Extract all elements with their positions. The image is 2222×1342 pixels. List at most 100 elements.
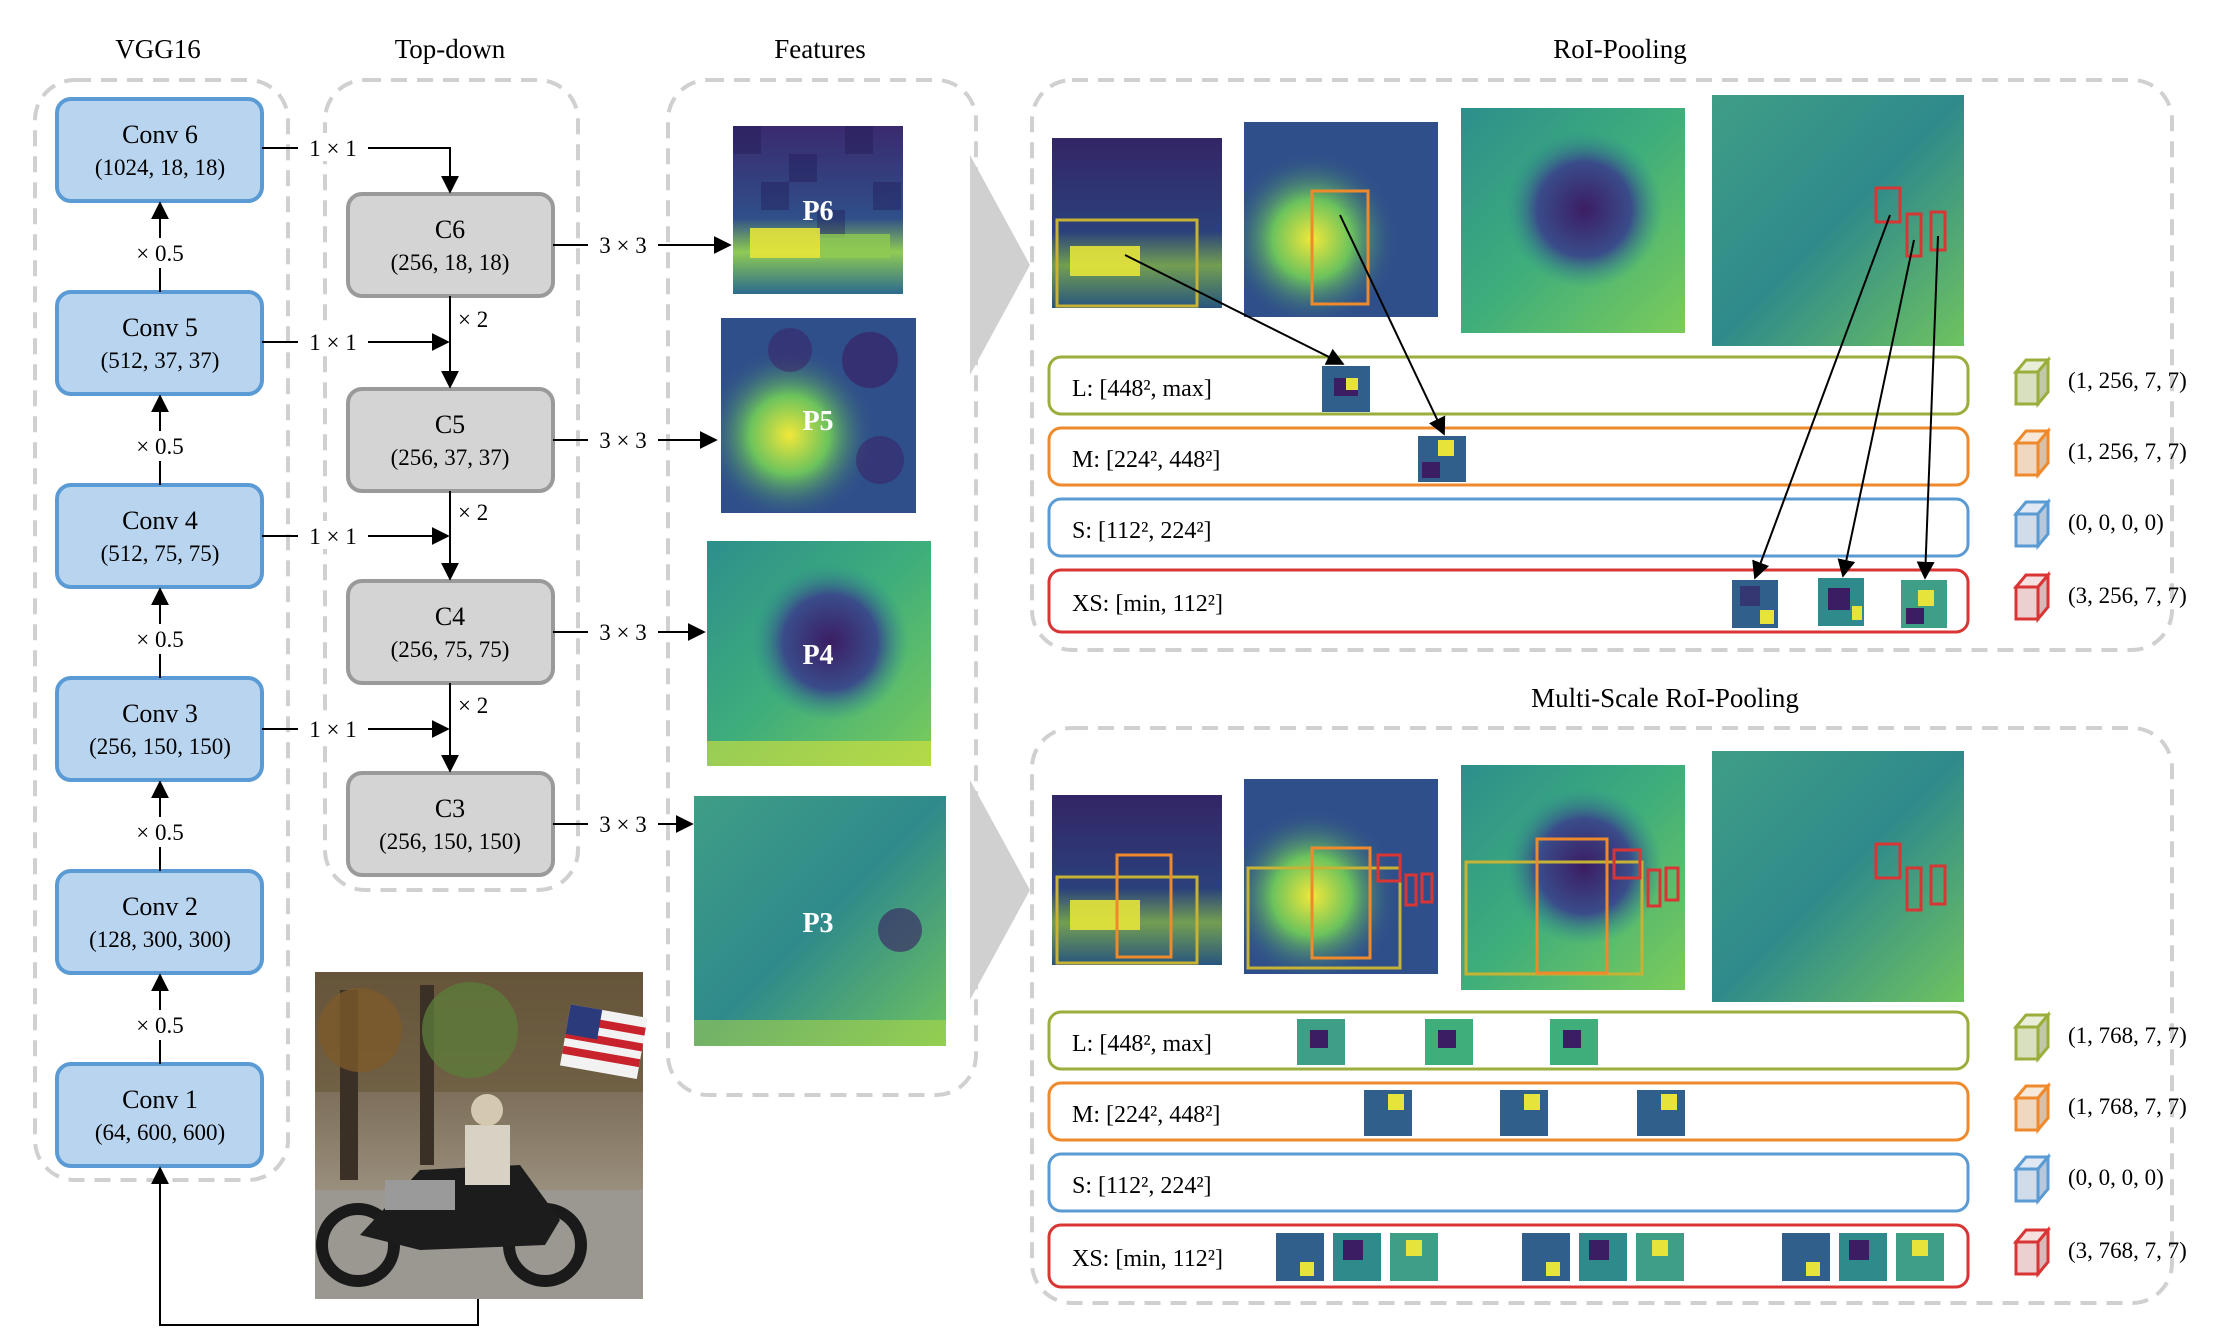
roi-rows: L: [448², max] M: [224², 448²] S: [112²,… — [1047, 355, 1970, 634]
pooled-tile — [1322, 366, 1370, 412]
roi-box-medium — [1535, 837, 1609, 975]
feature-map-p3: P3 — [694, 796, 946, 1046]
roi-feature-maps — [1052, 95, 1964, 346]
msroi-feature-maps — [1052, 751, 1964, 1002]
vgg-block-conv5: Conv 5 (512, 37, 37) — [55, 290, 264, 396]
roi-box-xs — [1905, 212, 1923, 258]
pooled-tile — [1550, 1019, 1598, 1065]
scale-label: × 0.5 — [136, 434, 183, 459]
td-block-shape: (256, 75, 75) — [391, 637, 510, 662]
row-label: S: [112², 224²] — [1072, 518, 1212, 544]
td-block-c5: C5 (256, 37, 37) — [346, 387, 555, 493]
output-cube-icon — [2012, 355, 2052, 409]
feature-map-p5: P5 — [721, 318, 916, 513]
row-label: L: [448², max] — [1072, 376, 1212, 402]
roi-pooled-tiles — [1322, 366, 1947, 628]
roi-box-xs — [1874, 842, 1902, 880]
pooled-tile — [1500, 1090, 1548, 1136]
vgg-block-conv3: Conv 3 (256, 150, 150) — [55, 676, 264, 782]
output-cube-icon — [2012, 497, 2052, 551]
roi-row-l — [1047, 355, 1970, 416]
vgg-block-shape: (256, 150, 150) — [89, 734, 231, 759]
input-image — [315, 972, 648, 1299]
conv-label: 3 × 3 — [599, 428, 646, 453]
msroi-pooled-tiles — [1276, 1019, 1944, 1281]
vgg-block-shape: (1024, 18, 18) — [95, 155, 225, 180]
pooled-tile — [1818, 578, 1864, 626]
roi-box-medium — [1115, 853, 1173, 959]
output-cube-icon — [2012, 1010, 2052, 1064]
roi-row-s — [1047, 497, 1970, 558]
vgg-block-name: Conv 1 — [122, 1085, 198, 1114]
pooled-tile — [1425, 1019, 1473, 1065]
scale-label: × 0.5 — [136, 1013, 183, 1038]
pooled-tile — [1579, 1233, 1627, 1281]
row-label: XS: [min, 112²] — [1072, 1246, 1223, 1272]
output-cube-icon — [2012, 1152, 2052, 1206]
td-block-name: C3 — [435, 794, 465, 823]
roi-box-medium — [1310, 846, 1372, 960]
features-header: Features — [774, 34, 865, 64]
feature-map-p4: P4 — [707, 541, 931, 766]
output-shape: (3, 768, 7, 7) — [2068, 1238, 2187, 1263]
feature-label: P5 — [802, 406, 833, 437]
msroi-row-s — [1047, 1152, 1970, 1213]
pooled-tile — [1522, 1233, 1570, 1281]
feature-label: P6 — [802, 196, 833, 227]
td-block-shape: (256, 37, 37) — [391, 445, 510, 470]
lateral-label: 1 × 1 — [309, 330, 356, 355]
vgg-block-conv6: Conv 6 (1024, 18, 18) — [55, 97, 264, 203]
msroi-header: Multi-Scale RoI-Pooling — [1531, 683, 1799, 713]
output-cube-icon — [2012, 1081, 2052, 1135]
roi-box-xs — [1404, 873, 1418, 907]
output-shape: (1, 256, 7, 7) — [2068, 439, 2187, 464]
flag — [559, 1004, 648, 1079]
feature-map-p6: P6 — [733, 126, 903, 294]
row-label: M: [224², 448²] — [1072, 1102, 1220, 1128]
upsample-label: × 2 — [458, 307, 488, 332]
vgg-blocks: Conv 6 (1024, 18, 18) Conv 5 (512, 37, 3… — [55, 97, 264, 1168]
row-label: M: [224², 448²] — [1072, 447, 1220, 473]
td-block-shape: (256, 150, 150) — [379, 829, 521, 854]
conv-label: 3 × 3 — [599, 620, 646, 645]
pooled-tile — [1901, 580, 1947, 628]
output-shape: (1, 768, 7, 7) — [2068, 1023, 2187, 1048]
td-block-name: C6 — [435, 215, 465, 244]
vgg-block-conv1: Conv 1 (64, 600, 600) — [55, 1062, 264, 1168]
roi-box-xs — [1646, 868, 1662, 908]
upsample-label: × 2 — [458, 693, 488, 718]
vgg-block-shape: (512, 37, 37) — [101, 348, 220, 373]
input-arrow — [151, 1166, 479, 1326]
pooled-tile — [1782, 1233, 1830, 1281]
vgg-block-name: Conv 2 — [122, 892, 198, 921]
msroi-row-l — [1047, 1010, 1970, 1071]
roi-box-xs — [1420, 872, 1434, 904]
pooled-tile — [1333, 1233, 1381, 1281]
vgg-block-shape: (128, 300, 300) — [89, 927, 231, 952]
pooled-tile — [1896, 1233, 1944, 1281]
lateral-labels: 1 × 1 1 × 1 1 × 1 1 × 1 — [298, 133, 368, 742]
roi-group-outline — [1030, 78, 2174, 652]
conv-label: 3 × 3 — [599, 233, 646, 258]
features-group-outline — [666, 78, 978, 1097]
roi-header: RoI-Pooling — [1553, 34, 1687, 64]
topdown-group-outline — [323, 78, 580, 892]
chevron-arrow-top — [970, 155, 1030, 375]
conv-label: 3 × 3 — [599, 812, 646, 837]
roi-box-xs — [1664, 866, 1680, 902]
lateral-label: 1 × 1 — [309, 524, 356, 549]
vgg-block-name: Conv 6 — [122, 120, 198, 149]
output-shape: (1, 768, 7, 7) — [2068, 1094, 2187, 1119]
td-block-name: C4 — [435, 602, 465, 631]
scale-label: × 0.5 — [136, 627, 183, 652]
roi-box-large — [1055, 875, 1199, 965]
chevron-arrow-bottom — [970, 780, 1030, 1000]
output-cube-icon — [2012, 426, 2052, 480]
roi-box-medium — [1310, 189, 1370, 306]
vgg-block-shape: (64, 600, 600) — [95, 1120, 225, 1145]
conv-labels: 3 × 3 3 × 3 3 × 3 3 × 3 — [588, 230, 658, 837]
td-block-c6: C6 (256, 18, 18) — [346, 192, 555, 298]
roi-box-xs — [1905, 866, 1923, 912]
roi-box-large — [1246, 866, 1402, 970]
upsample-labels: × 2 × 2 × 2 — [458, 307, 488, 718]
